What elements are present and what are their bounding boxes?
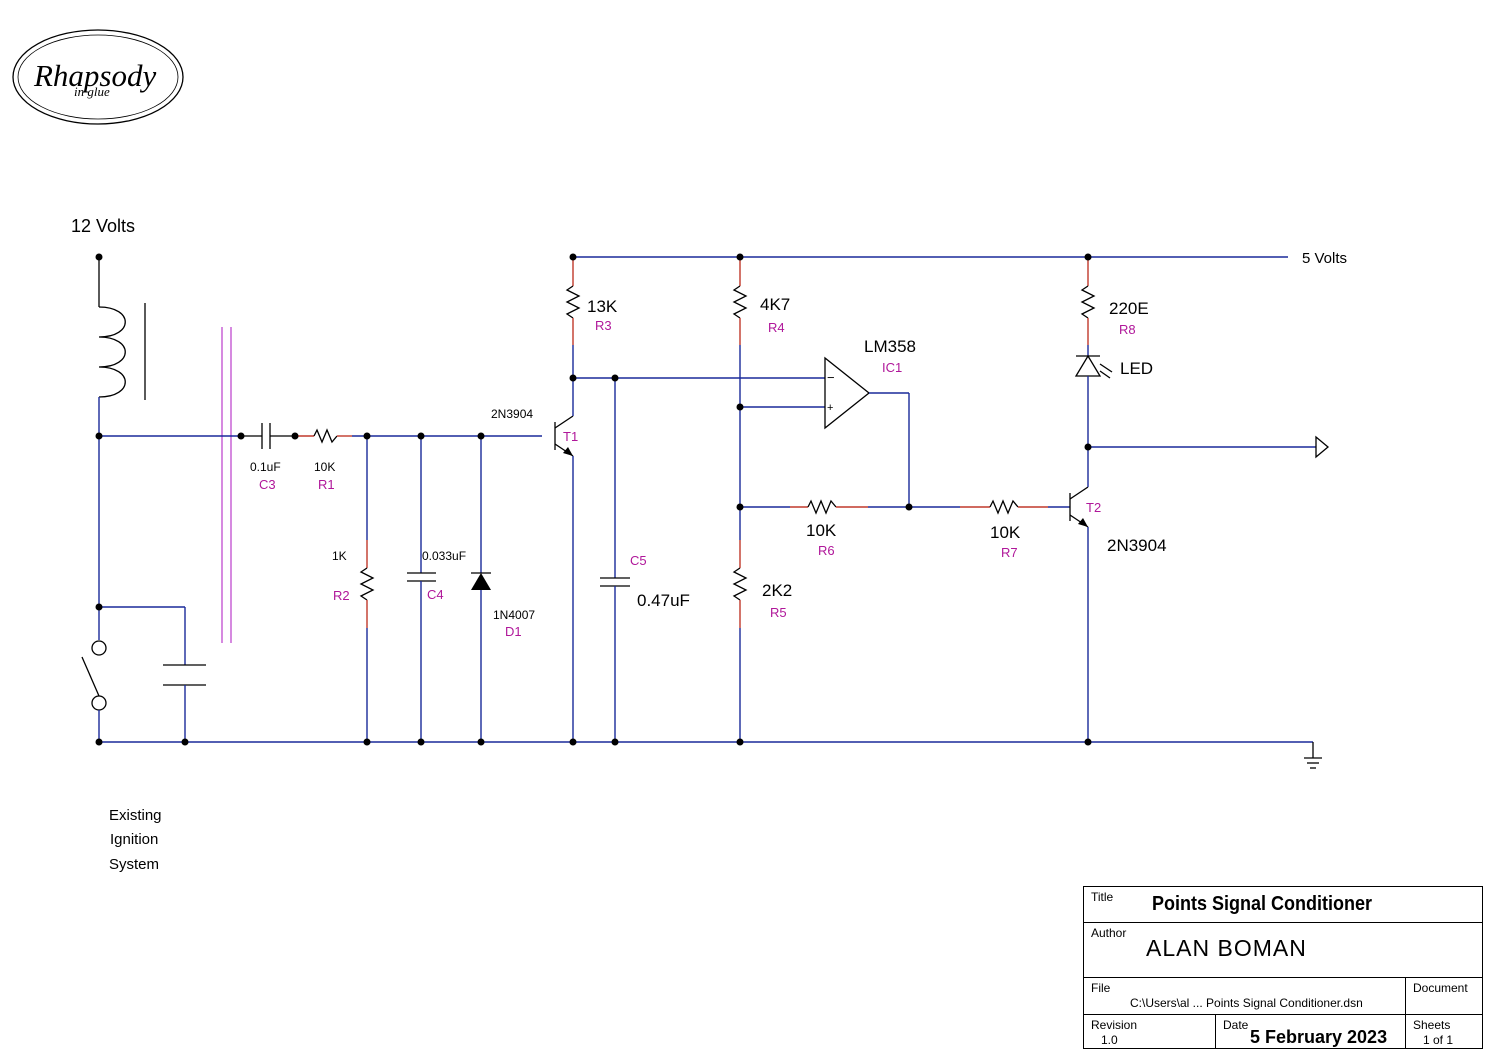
caption-line-2: Ignition (110, 831, 158, 848)
r6-ref: R6 (818, 543, 835, 558)
r5-ref: R5 (770, 605, 787, 620)
capacitor-c5 (600, 378, 630, 742)
ic1-ref: IC1 (882, 360, 902, 375)
r3-value: 13K (587, 297, 618, 316)
tb-title: Points Signal Conditioner (1152, 893, 1373, 915)
t1-ref: T1 (563, 429, 578, 444)
junctions (95, 253, 1092, 746)
d1-ref: D1 (505, 624, 522, 639)
led-label: LED (1120, 359, 1153, 378)
opamp-minus-pin: − (827, 370, 835, 385)
tb-revision-caption: Revision (1091, 1018, 1138, 1032)
supply-5v-label: 5 Volts (1302, 250, 1347, 267)
tb-date-cell: Date 5 February 2023 (1216, 1015, 1406, 1049)
t2-value: 2N3904 (1107, 536, 1167, 555)
logo-main: Rhapsody (33, 58, 157, 93)
c5-value: 0.47uF (637, 591, 690, 610)
resistor-r6 (790, 499, 868, 515)
points-contact-top (91, 640, 107, 656)
capacitor-c4 (407, 436, 436, 742)
tb-document-cell: Document (1406, 978, 1482, 1015)
logo: Rhapsody in glue (12, 29, 184, 125)
coil-winding (98, 306, 126, 398)
tb-author-cell: Author ALAN BOMAN (1084, 923, 1482, 978)
c3-value: 0.1uF (250, 460, 281, 474)
tb-date: 5 February 2023 (1250, 1027, 1388, 1047)
tb-revision: 1.0 (1101, 1033, 1118, 1047)
c4-value: 0.033uF (422, 549, 466, 563)
tb-sheets-cell: Sheets 1 of 1 (1406, 1015, 1482, 1049)
opamp-plus-pin: + (827, 402, 833, 414)
tb-document-caption: Document (1413, 981, 1468, 995)
c3-ref: C3 (259, 477, 276, 492)
logo-sub: in glue (74, 84, 110, 99)
r6-value: 10K (806, 521, 837, 540)
ic1-value: LM358 (864, 337, 916, 356)
resistor-r7 (960, 499, 1048, 515)
tb-author: ALAN BOMAN (1146, 935, 1307, 961)
tb-file-cell: File C:\Users\al ... Points Signal Condi… (1084, 978, 1406, 1015)
c5-ref: C5 (630, 553, 647, 568)
tb-sheets-caption: Sheets (1413, 1018, 1451, 1032)
diode-d1 (471, 436, 491, 742)
r8-value: 220E (1109, 299, 1149, 318)
tb-author-caption: Author (1091, 926, 1127, 940)
tb-file-caption: File (1091, 981, 1111, 995)
r3-ref: R3 (595, 318, 612, 333)
r2-ref: R2 (333, 588, 350, 603)
ground-icon (1304, 742, 1322, 769)
transistor-t2 (1069, 486, 1089, 528)
r7-ref: R7 (1001, 545, 1018, 560)
output-arrow (1315, 435, 1330, 459)
resistor-r5 (732, 540, 748, 628)
r2-value: 1K (332, 549, 347, 563)
ignition-system (81, 257, 206, 742)
transistor-t1 (554, 415, 574, 457)
resistor-r2 (359, 436, 375, 742)
caption-line-3: System (109, 856, 159, 873)
points-contact-bottom (91, 695, 107, 711)
r4-ref: R4 (768, 320, 785, 335)
t2-ref: T2 (1086, 500, 1101, 515)
resistor-r4 (732, 257, 748, 345)
tb-date-caption: Date (1223, 1018, 1249, 1032)
led (1074, 345, 1113, 487)
tb-sheets: 1 of 1 (1423, 1033, 1454, 1047)
supply-12v-label: 12 Volts (71, 216, 135, 236)
r1-value: 10K (314, 460, 335, 474)
opamp-ic1: − + (824, 356, 871, 430)
tb-file: C:\Users\al ... Points Signal Conditione… (1130, 996, 1363, 1010)
title-block: Title Points Signal Conditioner Author A… (1083, 886, 1483, 1049)
resistor-r3 (565, 257, 581, 416)
points-switch (81, 656, 100, 697)
d1-value: 1N4007 (493, 608, 535, 622)
tb-title-caption: Title (1091, 890, 1114, 904)
tb-title-cell: Title Points Signal Conditioner (1084, 887, 1482, 923)
logo-ellipse-inner (17, 34, 179, 120)
r1-ref: R1 (318, 477, 335, 492)
resistor-r8 (1080, 257, 1096, 345)
caption-line-1: Existing (109, 807, 162, 824)
r8-ref: R8 (1119, 322, 1136, 337)
capacitor-c3 (241, 423, 295, 449)
resistor-r1 (295, 428, 352, 444)
tb-revision-cell: Revision 1.0 (1084, 1015, 1216, 1049)
t1-value: 2N3904 (491, 407, 533, 421)
logo-ellipse (12, 29, 184, 125)
c4-ref: C4 (427, 587, 444, 602)
r4-value: 4K7 (760, 295, 790, 314)
r5-value: 2K2 (762, 581, 792, 600)
r7-value: 10K (990, 523, 1021, 542)
